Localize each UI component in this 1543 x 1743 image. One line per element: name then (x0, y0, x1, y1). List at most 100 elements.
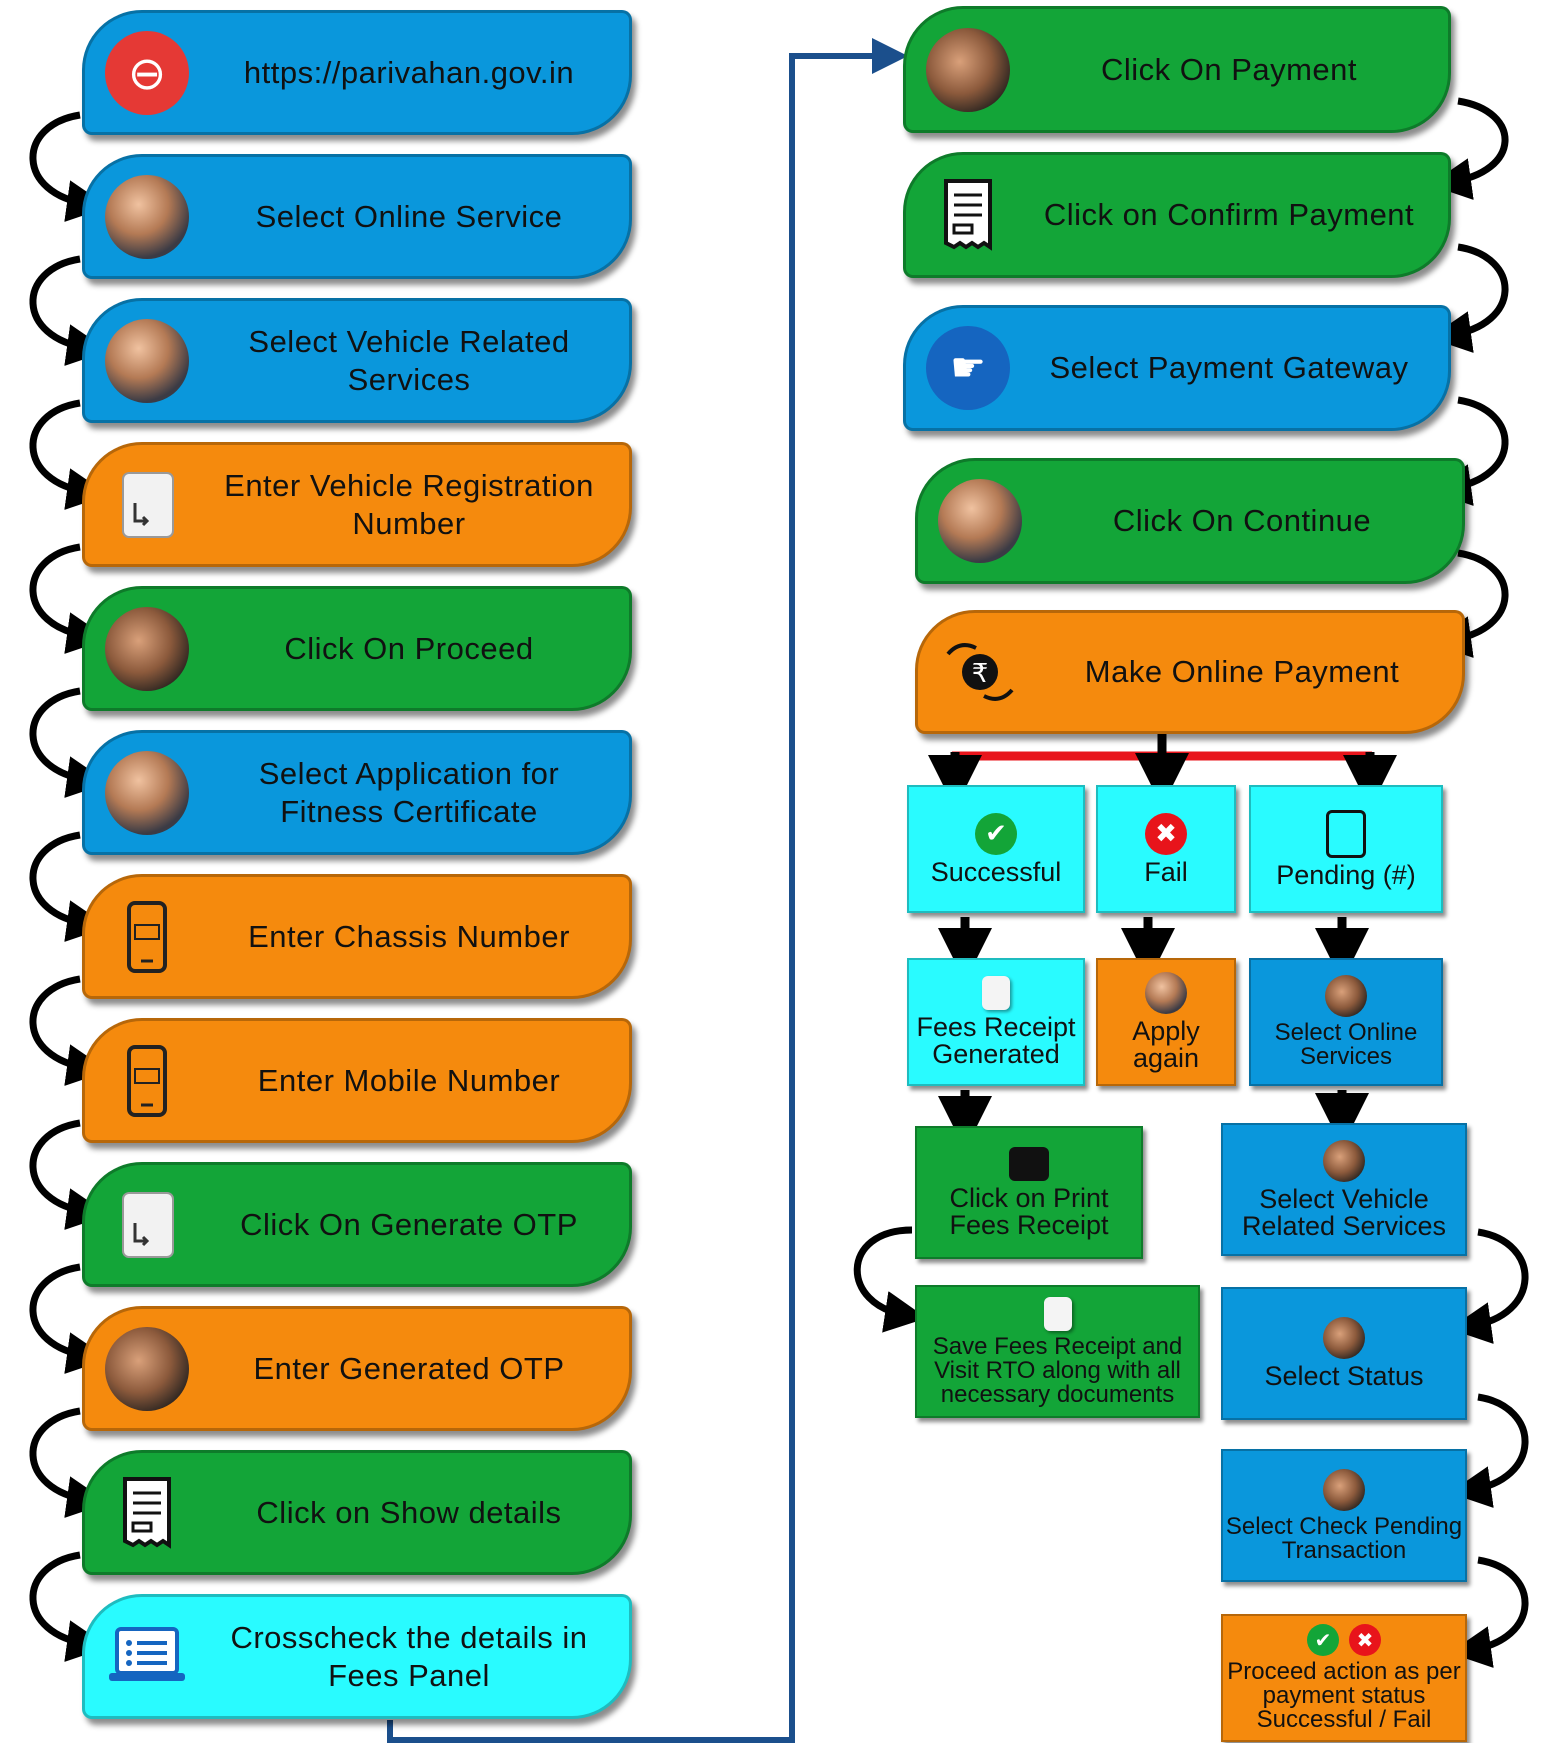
right-step-1: Click On Payment (903, 6, 1451, 133)
mouse-hand-icon (1323, 1317, 1365, 1359)
curved-arrow (29, 1263, 109, 1374)
curved-arrow (1429, 549, 1509, 658)
left-step-10: Enter Generated OTP (82, 1306, 632, 1431)
left-step-12: Crosscheck the details in Fees Panel (82, 1594, 632, 1719)
curved-arrow (1429, 97, 1509, 200)
pending-step-2: Select Vehicle Related Services (1221, 1123, 1467, 1256)
mobile-phone-icon (105, 1039, 189, 1123)
mobile-phone-icon (105, 895, 189, 979)
step-label: Click On Continue (1112, 503, 1372, 538)
pending-step-1: Select Online Services (1249, 958, 1443, 1086)
box-label: Select Vehicle Related Services (1241, 1183, 1447, 1241)
right-step-4: Click On Continue (915, 458, 1465, 584)
box-label: Apply again (1132, 1016, 1200, 1073)
receipt-icon (1043, 1296, 1072, 1331)
step-label: Select Online Service (255, 198, 563, 234)
receipt-icon (105, 1471, 189, 1555)
left-step-1: https://parivahan.gov.in (82, 10, 632, 135)
curved-arrow (1429, 396, 1509, 506)
step-label: Click on Confirm Payment (1043, 197, 1415, 232)
step-label: Click On Proceed (284, 630, 534, 666)
box-label: Select Check Pending Transaction (1225, 1512, 1463, 1564)
receipt-icon (982, 976, 1010, 1010)
success-step-2: Click on Print Fees Receipt (915, 1126, 1143, 1259)
pending-step-4: Select Check Pending Transaction (1221, 1449, 1467, 1582)
mouse-hand-icon (1325, 975, 1367, 1017)
pending-step-5: ✔✖Proceed action as per payment status S… (1221, 1614, 1467, 1742)
left-step-5: Click On Proceed (82, 586, 632, 711)
check-circle-icon: ✔ (1307, 1624, 1339, 1656)
rupee-exchange-icon: ₹ (938, 630, 1022, 714)
receipt-icon (926, 173, 1010, 257)
left-step-4: Enter Vehicle Registration Number (82, 442, 632, 567)
left-step-8: Enter Mobile Number (82, 1018, 632, 1143)
keyboard-hand-icon (105, 318, 189, 403)
step-label: https://parivahan.gov.in (243, 54, 575, 90)
right-step-3: Select Payment Gateway (903, 305, 1451, 431)
step-label: Enter Generated OTP (253, 1350, 565, 1386)
left-step-2: Select Online Service (82, 154, 632, 279)
left-step-6: Select Application for Fitness Certifica… (82, 730, 632, 855)
pending-document-icon (1326, 809, 1366, 858)
pending-step-3: Select Status (1221, 1287, 1467, 1420)
box-label: Proceed action as per payment status Suc… (1227, 1658, 1461, 1733)
mouse-hand-icon (105, 606, 189, 691)
step-label: Click on Show details (256, 1494, 562, 1530)
keyboard-hand-icon (1145, 972, 1187, 1014)
curved-arrow (29, 1407, 109, 1518)
curved-arrow (1449, 1393, 1529, 1508)
printer-icon (1009, 1146, 1049, 1181)
curved-arrow (1429, 243, 1509, 353)
box-label: Save Fees Receipt and Visit RTO along wi… (932, 1332, 1183, 1408)
step-label: Select Application for Fitness Certifica… (258, 755, 560, 829)
left-step-7: Enter Chassis Number (82, 874, 632, 999)
left-step-9: Click On Generate OTP (82, 1162, 632, 1287)
box-label: Select Online Services (1274, 1019, 1418, 1070)
curved-arrow (29, 1119, 109, 1230)
keyboard-hand-icon (105, 750, 189, 835)
step-label: Select Payment Gateway (1049, 350, 1409, 385)
svg-text:₹: ₹ (972, 659, 989, 689)
step-label: Click On Payment (1100, 51, 1358, 87)
link-icon (105, 30, 189, 115)
step-label: Make Online Payment (1084, 654, 1400, 689)
curved-arrow (853, 1226, 927, 1333)
curved-arrow (29, 1551, 109, 1662)
step-label: Select Vehicle Related Services (248, 323, 570, 397)
success-step-3: Save Fees Receipt and Visit RTO along wi… (915, 1285, 1200, 1418)
step-label: Crosscheck the details in Fees Panel (230, 1619, 588, 1693)
box-label: Select Status (1264, 1361, 1424, 1391)
step-label: Enter Mobile Number (257, 1062, 561, 1098)
check-circle-icon: ✔ (975, 812, 1017, 855)
flow-connector-line (387, 38, 908, 1743)
curved-arrow (29, 831, 109, 942)
laptop-list-icon (105, 1615, 189, 1699)
left-step-3: Select Vehicle Related Services (82, 298, 632, 423)
fail-step-1: Apply again (1096, 958, 1236, 1086)
outcome-successful: ✔Successful (907, 785, 1085, 913)
box-label: Click on Print Fees Receipt (949, 1182, 1109, 1240)
mouse-hand-icon (1323, 1139, 1365, 1182)
document-page-icon (105, 463, 189, 547)
payment-gateway-icon (926, 326, 1010, 410)
curved-arrow (29, 255, 109, 366)
curved-arrow (29, 543, 109, 654)
curved-arrow (29, 111, 109, 222)
right-step-5: ₹ Make Online Payment (915, 610, 1465, 734)
curved-arrow (29, 399, 109, 510)
right-step-2: Click on Confirm Payment (903, 152, 1451, 278)
check-cross-icons: ✔✖ (1307, 1624, 1381, 1656)
curved-arrow (1449, 1556, 1529, 1668)
keyboard-hand-icon (938, 479, 1022, 563)
outcome-fail: ✖Fail (1096, 785, 1236, 913)
mouse-hand-icon (105, 1326, 189, 1411)
mouse-hand-icon (926, 27, 1010, 112)
success-step-1: Fees Receipt Generated (907, 958, 1085, 1086)
box-label: Successful (930, 856, 1062, 887)
cross-circle-icon: ✖ (1349, 1624, 1381, 1656)
curved-arrow (1449, 1228, 1529, 1344)
step-label: Click On Generate OTP (240, 1206, 578, 1242)
box-label: Fail (1144, 856, 1188, 887)
curved-arrow (29, 687, 109, 798)
